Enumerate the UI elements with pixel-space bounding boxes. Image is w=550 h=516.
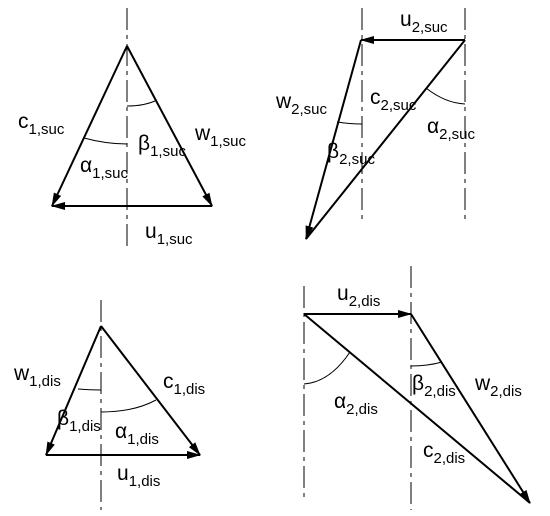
vector-w1-dis <box>45 325 102 456</box>
label-beta2-dis: β2,dis <box>412 372 456 400</box>
label-w2-suc: w2,suc <box>275 90 328 118</box>
arc-alpha1-suc <box>83 137 128 145</box>
label-c1-dis: c1,dis <box>163 370 205 398</box>
label-beta1-dis: β1,dis <box>57 407 101 435</box>
arc-beta1-dis <box>77 388 102 391</box>
panel-suction-rotor2: w2,suc c2,suc β2,suc α2,suc u2,suc <box>275 8 475 240</box>
label-beta1-suc: β1,suc <box>138 132 186 160</box>
label-c2-suc: c2,suc <box>370 86 417 114</box>
label-alpha1-suc: α1,suc <box>80 154 128 182</box>
vector-c2-suc <box>305 39 466 240</box>
arc-beta1-suc <box>126 99 158 107</box>
label-u2-suc: u2,suc <box>400 8 448 36</box>
label-alpha1-dis: α1,dis <box>115 420 159 448</box>
vector-w2-suc <box>305 39 362 240</box>
arc-beta2-suc <box>336 121 363 125</box>
panel-suction-rotor1: c1,suc α1,suc β1,suc w1,suc u1,suc <box>18 8 247 250</box>
vector-w1-suc <box>126 45 213 207</box>
label-u1-dis: u1,dis <box>117 462 160 490</box>
arc-alpha2-suc <box>425 87 466 105</box>
label-c1-suc: c1,suc <box>18 110 65 138</box>
label-alpha2-suc: α2,suc <box>427 115 475 143</box>
panel-discharge-rotor1: w1,dis c1,dis β1,dis α1,dis u1,dis <box>13 300 205 510</box>
panel-discharge-rotor2: u2,dis α2,dis β2,dis w2,dis c2,dis <box>303 266 531 510</box>
arc-alpha2-dis <box>303 351 351 385</box>
vector-c1-suc <box>51 45 128 207</box>
vector-c1-dis <box>100 325 201 456</box>
arc-alpha1-dis <box>100 399 157 413</box>
label-w1-suc: w1,suc <box>194 122 247 150</box>
label-beta2-suc: β2,suc <box>327 140 375 168</box>
label-u2-dis: u2,dis <box>337 282 380 310</box>
label-u1-suc: u1,suc <box>145 220 193 248</box>
arc-beta2-dis <box>410 361 443 367</box>
label-alpha2-dis: α2,dis <box>334 390 378 418</box>
vector-w2-dis <box>410 313 531 504</box>
label-w2-dis: w2,dis <box>474 372 522 400</box>
label-w1-dis: w1,dis <box>13 362 61 390</box>
label-c2-dis: c2,dis <box>423 439 465 467</box>
vector-c2-dis <box>303 313 531 504</box>
